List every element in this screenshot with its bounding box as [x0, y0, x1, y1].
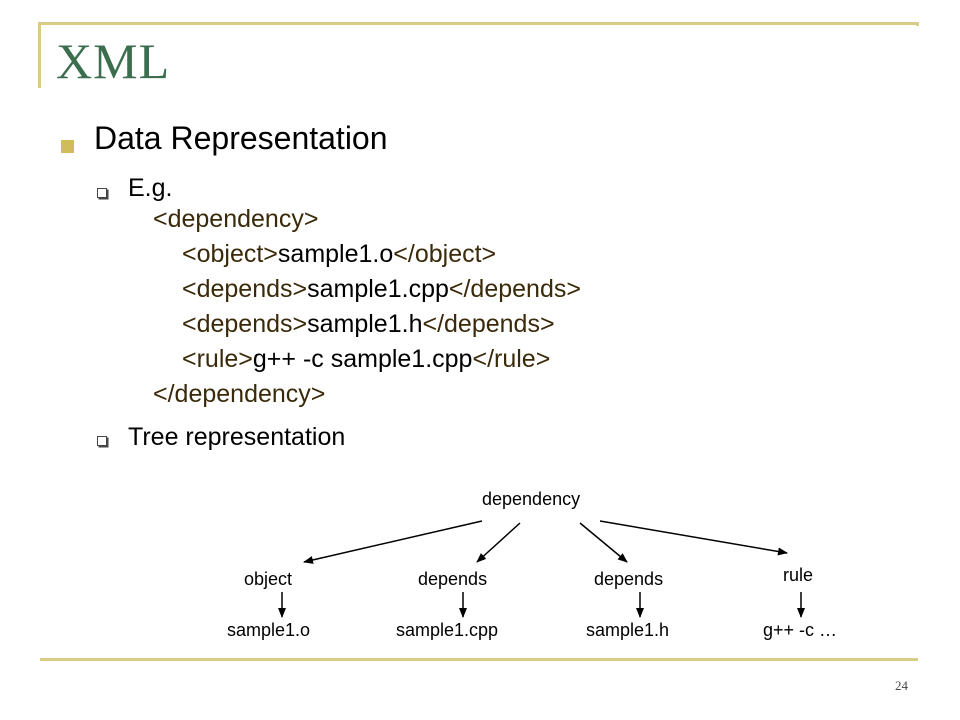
left-rule — [38, 22, 41, 88]
bottom-rule — [40, 658, 918, 661]
bullet-data-representation: Data Representation — [94, 120, 388, 156]
code-line-1: <dependency> — [153, 205, 318, 234]
code-text: sample1.h — [307, 310, 423, 338]
code-text: g++ -c sample1.cpp — [252, 345, 473, 373]
code-tag: <rule> — [182, 345, 253, 373]
subbullet-tree-representation: Tree representation — [128, 423, 346, 451]
tree-leaf-sample1-h: sample1.h — [586, 620, 670, 640]
code-line-2: <object>sample1.o</object> — [182, 240, 496, 269]
top-rule — [40, 22, 918, 25]
slide-title: XML — [56, 33, 171, 89]
code-text: sample1.cpp — [307, 275, 449, 303]
code-line-4: <depends>sample1.h</depends> — [182, 310, 555, 339]
page-number: 24 — [895, 678, 908, 693]
hollow-square-bullet-icon — [97, 188, 107, 198]
code-line-6: </dependency> — [153, 380, 325, 409]
edge-root-rule — [599, 520, 788, 556]
code-tag: <depends> — [182, 310, 308, 338]
tree-node-object: object — [244, 569, 293, 589]
code-line-3: <depends>sample1.cpp</depends> — [182, 275, 581, 304]
tree-leaf-sample1-cpp: sample1.cpp — [396, 620, 499, 640]
code-text: sample1.o — [277, 240, 394, 268]
subbullet-example: E.g. — [128, 174, 173, 202]
edge-root-depends-2 — [579, 522, 628, 563]
code-tag: </depends> — [448, 275, 581, 303]
code-tag: </dependency> — [153, 380, 326, 408]
edge-root-depends-1 — [476, 522, 521, 563]
tree-node-depends: depends — [594, 569, 664, 589]
corner-tick — [916, 22, 919, 26]
hollow-square-bullet-icon — [97, 436, 107, 446]
code-line-5: <rule>g++ -c sample1.cpp</rule> — [182, 345, 550, 374]
code-tag: <dependency> — [153, 205, 319, 233]
tree-node-rule: rule — [783, 565, 814, 585]
code-tag: <depends> — [182, 275, 308, 303]
edge-root-object — [303, 520, 483, 564]
code-tag: </depends> — [422, 310, 555, 338]
code-tag: <object> — [182, 240, 278, 268]
code-tag: </rule> — [472, 345, 551, 373]
square-bullet-icon — [61, 140, 74, 153]
code-tag: </object> — [393, 240, 497, 268]
tree-node-root: dependency — [482, 489, 581, 509]
tree-node-depends: depends — [418, 569, 488, 589]
tree-leaf-sample1-o: sample1.o — [227, 620, 311, 640]
tree-leaf-gpp: g++ -c … — [763, 620, 838, 640]
